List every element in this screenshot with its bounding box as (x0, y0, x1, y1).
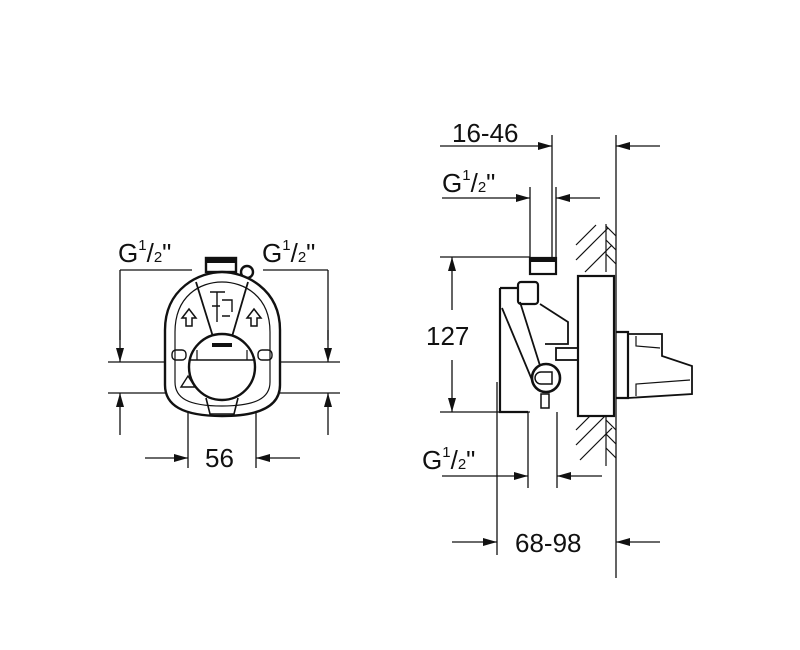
wall-hatching (575, 224, 617, 466)
side-height-dimension: 127 (426, 321, 470, 351)
right-thread-leader (263, 269, 329, 340)
brand-logo-icon (212, 343, 232, 347)
front-view (108, 256, 340, 468)
side-thread-bottom-label: G1/2" (422, 444, 476, 475)
side-view (440, 135, 693, 578)
side-thread-top-label: G1/2" (442, 167, 496, 198)
arrow-up-right-icon (245, 307, 263, 327)
left-thread-leader (119, 269, 192, 340)
front-right-thread-label: G1/2" (262, 237, 316, 268)
schematic-marking (210, 291, 233, 322)
arrow-up-left-icon (180, 307, 198, 327)
valve-body-side (498, 256, 693, 418)
front-width-dimension: 56 (205, 443, 234, 473)
side-depth-top-dimension: 16-46 (452, 118, 519, 148)
recycle-triangle-icon (179, 374, 197, 388)
front-left-thread-label: G1/2" (118, 237, 172, 268)
valve-body-front (163, 256, 282, 418)
side-depth-bottom-dimension: 68-98 (515, 528, 582, 558)
